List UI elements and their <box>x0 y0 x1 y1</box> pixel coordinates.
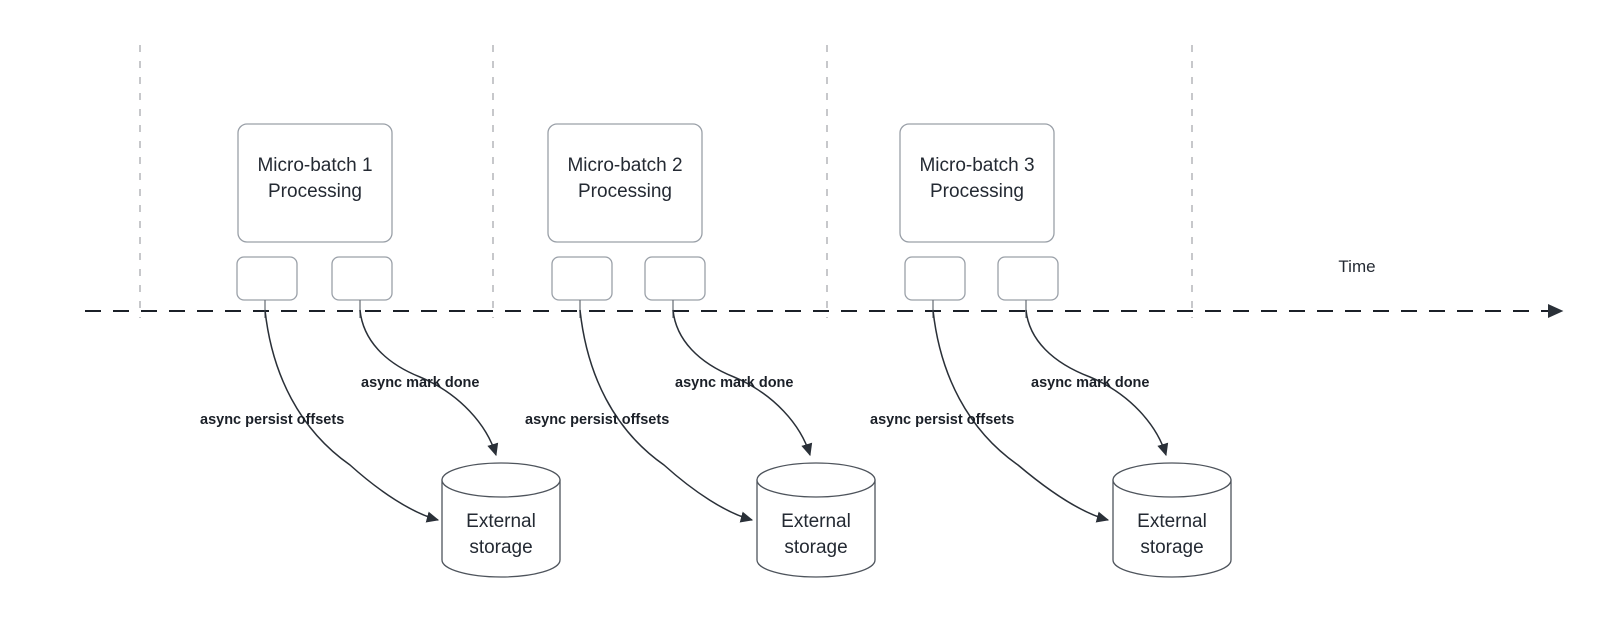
mark-done-arrow-2 <box>672 309 813 457</box>
micro-batch-box-2[interactable] <box>547 123 703 243</box>
storage-label-3-line2: storage <box>1140 537 1203 558</box>
time-axis: Time <box>85 257 1564 318</box>
cylinder-body-2 <box>756 479 876 578</box>
time-axis-label: Time <box>1338 257 1375 276</box>
task-box-2b[interactable] <box>644 256 706 301</box>
cylinder-body-1 <box>441 479 561 578</box>
persist-offsets-arrow-1 <box>264 309 440 523</box>
micro-batch-label-2-line2: Processing <box>578 181 672 202</box>
persist-offsets-label-3: async persist offsets <box>870 412 1014 428</box>
micro-batch-box-3[interactable] <box>899 123 1055 243</box>
external-storage-cylinder-2[interactable]: External storage <box>756 462 876 578</box>
micro-batch-label-3-line1: Micro-batch 3 <box>919 155 1034 176</box>
mark-done-label-1: async mark done <box>361 375 479 391</box>
task-box-1b[interactable] <box>331 256 393 301</box>
task-box-2a[interactable] <box>551 256 613 301</box>
external-storage-cylinder-3[interactable]: External storage <box>1112 462 1232 578</box>
cylinder-body-3 <box>1112 479 1232 578</box>
group-1: Micro-batch 1 Processing async persist o… <box>200 123 561 578</box>
cylinder-top-1 <box>441 462 561 498</box>
group-2: Micro-batch 2 Processing async persist o… <box>525 123 876 578</box>
micro-batch-label-1-line1: Micro-batch 1 <box>257 155 372 176</box>
storage-label-2-line2: storage <box>784 537 847 558</box>
storage-label-3-line1: External <box>1137 511 1207 532</box>
micro-batch-label-2-line1: Micro-batch 2 <box>567 155 682 176</box>
mark-done-arrow-1 <box>359 309 499 457</box>
task-box-1a[interactable] <box>236 256 298 301</box>
storage-label-2-line1: External <box>781 511 851 532</box>
storage-label-1-line1: External <box>466 511 536 532</box>
micro-batch-box-1[interactable] <box>237 123 393 243</box>
storage-label-1-line2: storage <box>469 537 532 558</box>
persist-offsets-arrow-3 <box>932 309 1110 523</box>
mark-done-arrow-3 <box>1025 309 1169 457</box>
external-storage-cylinder-1[interactable]: External storage <box>441 462 561 578</box>
cylinder-top-2 <box>756 462 876 498</box>
micro-batch-label-3-line2: Processing <box>930 181 1024 202</box>
persist-offsets-label-1: async persist offsets <box>200 412 344 428</box>
micro-batch-label-1-line2: Processing <box>268 181 362 202</box>
group-3: Micro-batch 3 Processing async persist o… <box>870 123 1232 578</box>
guide-lines <box>139 45 1193 318</box>
task-box-3b[interactable] <box>997 256 1059 301</box>
task-box-3a[interactable] <box>904 256 966 301</box>
mark-done-label-3: async mark done <box>1031 375 1149 391</box>
mark-done-label-2: async mark done <box>675 375 793 391</box>
persist-offsets-arrow-2 <box>579 309 754 523</box>
persist-offsets-label-2: async persist offsets <box>525 412 669 428</box>
cylinder-top-3 <box>1112 462 1232 498</box>
